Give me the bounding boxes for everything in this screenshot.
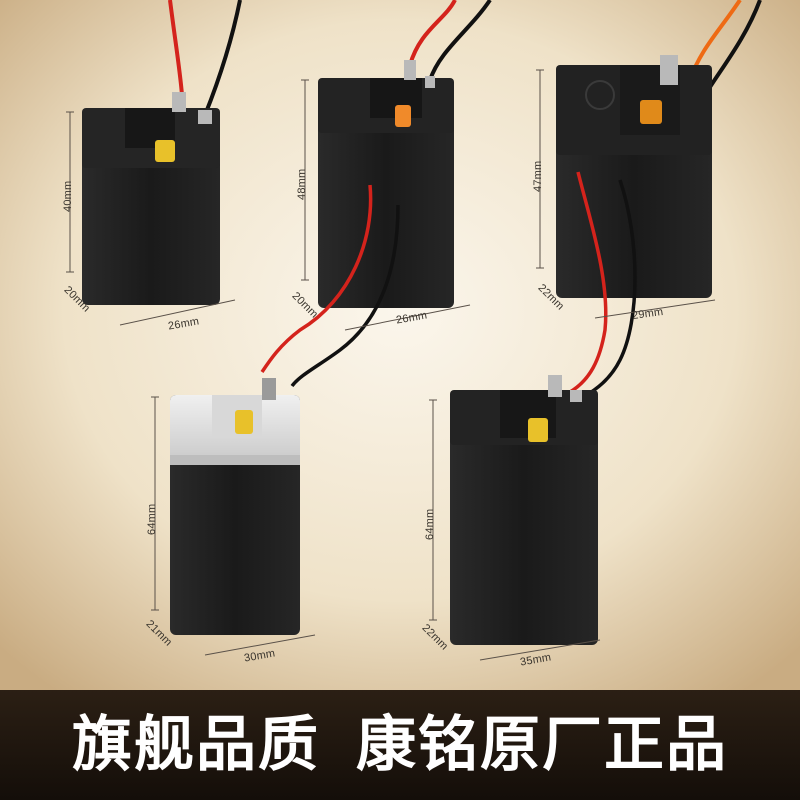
slogan-left: 旗舰品质 bbox=[72, 710, 320, 780]
battery-2-height-label: 48mm bbox=[296, 168, 308, 200]
battery-4-height-label: 64mm bbox=[146, 503, 158, 535]
battery-3 bbox=[536, 0, 762, 398]
battery-5-height-label: 64mm bbox=[424, 508, 436, 540]
slogan: 旗舰品质康铭原厂正品 bbox=[0, 700, 800, 790]
battery-1 bbox=[66, 0, 242, 326]
bottom-banner bbox=[0, 690, 800, 800]
battery-4 bbox=[151, 378, 316, 656]
battery-photo bbox=[0, 0, 800, 690]
battery-5 bbox=[429, 375, 601, 661]
slogan-right: 康铭原厂正品 bbox=[356, 710, 728, 780]
battery-3-height-label: 47mm bbox=[532, 160, 544, 192]
battery-1-height-label: 40mm bbox=[62, 180, 74, 212]
battery-2 bbox=[260, 0, 492, 388]
